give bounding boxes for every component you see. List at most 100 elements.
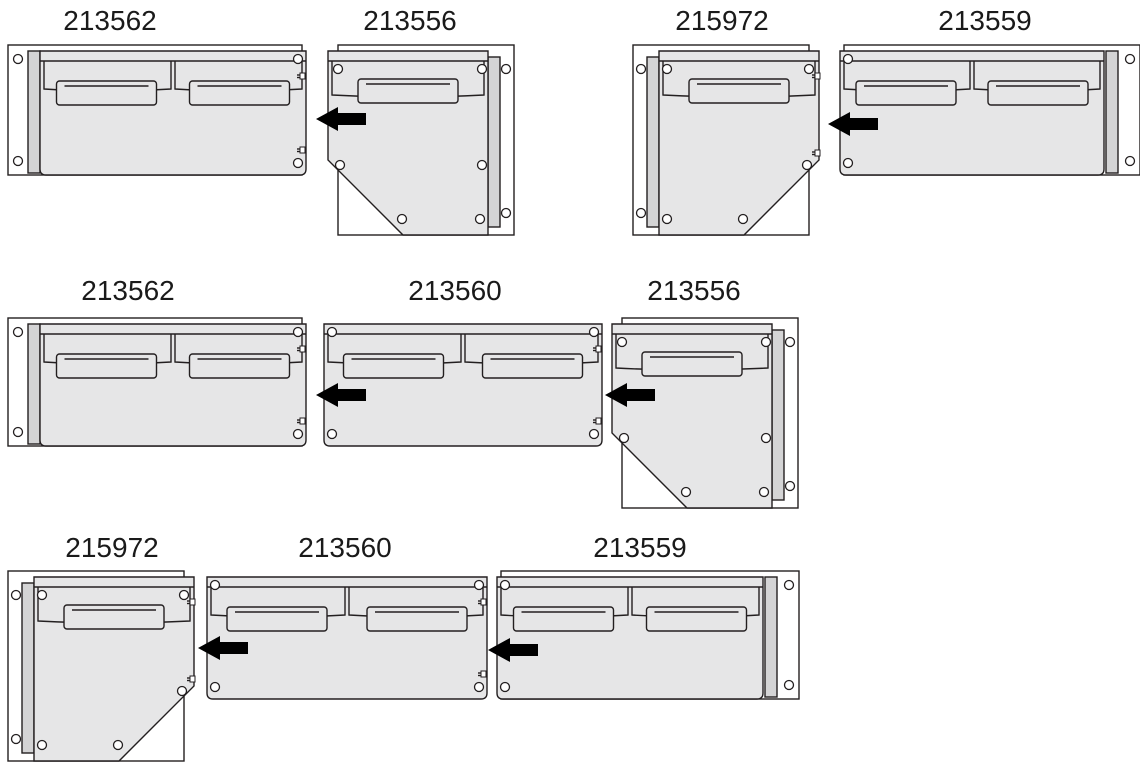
mounting-hole-icon xyxy=(396,213,408,225)
mounting-hole-icon xyxy=(209,579,221,591)
mounting-hole-icon xyxy=(473,681,485,693)
mounting-hole-icon xyxy=(473,579,485,591)
connector-clip-icon xyxy=(480,598,487,606)
part-number-label: 213556 xyxy=(647,275,740,306)
drawer-handle xyxy=(366,606,468,632)
mounting-hole-icon xyxy=(326,326,338,338)
mounting-hole-icon xyxy=(500,63,512,75)
mounting-hole-icon xyxy=(292,157,304,169)
cabinet-body xyxy=(39,323,307,447)
left-arrow-icon xyxy=(488,638,538,662)
mounting-hole-icon xyxy=(588,326,600,338)
side-rail xyxy=(646,56,660,228)
mounting-hole-icon xyxy=(784,480,796,492)
module-right-end xyxy=(496,570,800,700)
part-number-label: 215972 xyxy=(65,532,158,563)
drawer-handle xyxy=(226,606,328,632)
mounting-hole-icon xyxy=(842,53,854,65)
cabinet-body xyxy=(323,323,603,447)
mounting-hole-icon xyxy=(588,428,600,440)
mounting-hole-icon xyxy=(10,733,22,745)
mounting-hole-icon xyxy=(36,589,48,601)
mounting-hole-icon xyxy=(616,336,628,348)
mounting-hole-icon xyxy=(760,336,772,348)
drawer-handle xyxy=(55,80,158,106)
mounting-hole-icon xyxy=(1124,53,1136,65)
mounting-hole-icon xyxy=(292,326,304,338)
cabinet-body xyxy=(39,50,307,176)
connector-clip-icon xyxy=(480,670,487,678)
side-rail xyxy=(27,323,41,445)
mounting-hole-icon xyxy=(326,428,338,440)
drawer-handle xyxy=(188,353,291,379)
drawer-handle xyxy=(342,353,445,379)
mounting-hole-icon xyxy=(737,213,749,225)
module-right-end xyxy=(839,44,1140,176)
mounting-hole-icon xyxy=(635,63,647,75)
module-middle xyxy=(323,323,603,447)
part-number-label: 213562 xyxy=(81,275,174,306)
mounting-hole-icon xyxy=(12,426,24,438)
connector-clip-icon xyxy=(189,675,196,683)
module-corner-left xyxy=(632,44,821,236)
mounting-hole-icon xyxy=(112,739,124,751)
drawer-handle xyxy=(481,353,584,379)
mounting-hole-icon xyxy=(783,579,795,591)
mounting-hole-icon xyxy=(36,739,48,751)
part-number-label: 213559 xyxy=(938,5,1031,36)
mounting-hole-icon xyxy=(12,326,24,338)
part-number-label: 213556 xyxy=(363,5,456,36)
mounting-hole-icon xyxy=(618,432,630,444)
mounting-hole-icon xyxy=(1124,155,1136,167)
mounting-hole-icon xyxy=(10,589,22,601)
cabinet-body xyxy=(206,576,488,700)
connector-clip-icon xyxy=(814,149,821,157)
module-corner-left xyxy=(7,570,196,762)
side-rail xyxy=(764,576,778,698)
drawer-handle xyxy=(987,80,1089,106)
drawer-handle xyxy=(188,80,291,106)
mounting-hole-icon xyxy=(842,157,854,169)
drawer-handle xyxy=(688,78,790,104)
mounting-hole-icon xyxy=(209,681,221,693)
connector-clip-icon xyxy=(595,417,602,425)
mounting-hole-icon xyxy=(680,486,692,498)
mounting-hole-icon xyxy=(635,207,647,219)
side-rail xyxy=(27,50,41,174)
mounting-hole-icon xyxy=(332,63,344,75)
mounting-hole-icon xyxy=(476,159,488,171)
side-rail xyxy=(771,329,785,501)
mounting-hole-icon xyxy=(12,155,24,167)
side-rail xyxy=(487,56,501,228)
mounting-hole-icon xyxy=(760,432,772,444)
drawer-handle xyxy=(357,78,459,104)
cabinet-body xyxy=(496,576,764,700)
mounting-hole-icon xyxy=(499,681,511,693)
module-corner-right xyxy=(327,44,515,236)
module-corner-right xyxy=(611,317,799,509)
part-number-label: 215972 xyxy=(675,5,768,36)
connector-clip-icon xyxy=(814,72,821,80)
module-left-end xyxy=(7,317,307,447)
connector-clip-icon xyxy=(595,345,602,353)
mounting-hole-icon xyxy=(176,685,188,697)
left-arrow-icon xyxy=(316,107,366,131)
drawer-handle xyxy=(641,351,743,377)
side-rail xyxy=(21,582,35,754)
connector-clip-icon xyxy=(189,598,196,606)
part-number-label: 213562 xyxy=(63,5,156,36)
part-number-label: 213560 xyxy=(408,275,501,306)
part-number-label: 213560 xyxy=(298,532,391,563)
mounting-hole-icon xyxy=(476,63,488,75)
mounting-hole-icon xyxy=(292,53,304,65)
mounting-hole-icon xyxy=(758,486,770,498)
drawer-handle xyxy=(63,604,165,630)
left-arrow-icon xyxy=(316,383,366,407)
connector-clip-icon xyxy=(299,72,306,80)
left-arrow-icon xyxy=(198,636,248,660)
module-left-end xyxy=(7,44,307,176)
cabinet-body xyxy=(839,50,1105,176)
connector-clip-icon xyxy=(299,417,306,425)
mounting-hole-icon xyxy=(661,63,673,75)
